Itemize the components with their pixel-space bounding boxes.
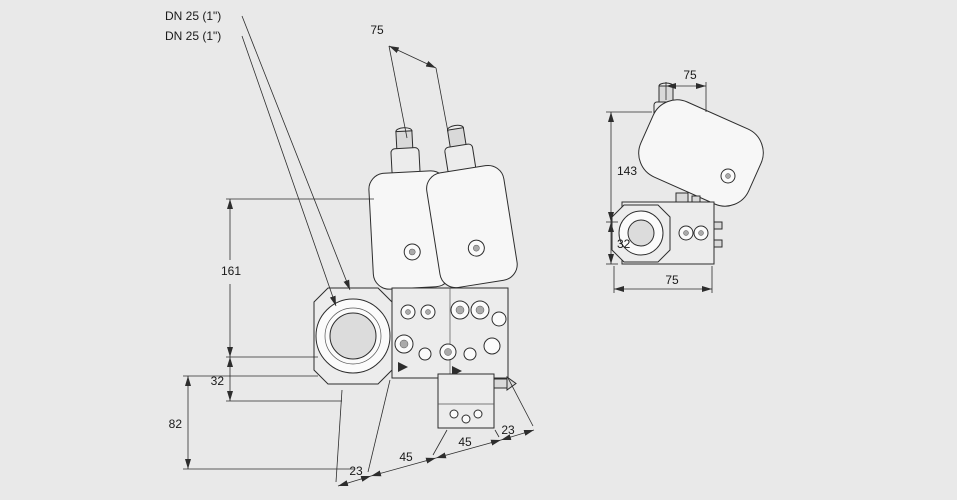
body-port-center (405, 309, 411, 315)
body-port-center (444, 348, 452, 356)
side-dim-32-label: 32 (617, 237, 631, 251)
side-dim-75-bottom-label: 75 (665, 273, 679, 287)
side-dim-143-label: 143 (617, 164, 637, 178)
side-body-knob (691, 195, 701, 203)
dim-161-label: 161 (221, 264, 241, 278)
dim-23-right-line (500, 429, 535, 441)
main-dimensions: DN 25 (1") DN 25 (1") 75 161 32 82 (165, 9, 535, 487)
side-body-port-center (698, 230, 704, 236)
inlet-flange (313, 287, 393, 385)
side-body-port-center (683, 230, 689, 236)
body-port (483, 337, 501, 355)
right-actuator-coil (426, 164, 518, 289)
dn-leader-line (241, 35, 337, 307)
side-dim-75-top-label: 75 (683, 68, 697, 82)
side-coil (638, 99, 764, 207)
side-actuator (638, 82, 764, 207)
dn-leader-line (241, 15, 351, 291)
side-valve-view: 75 143 32 75 (606, 68, 764, 293)
dim-45-left-label: 45 (399, 450, 413, 464)
body-port-center (455, 305, 465, 315)
dim-45-right-line (435, 439, 502, 459)
flange-bore (329, 312, 377, 360)
body-port (463, 347, 477, 361)
dim-75-top-line (388, 45, 437, 69)
side-dimensions: 75 143 32 75 (606, 68, 713, 293)
dim-23-left-line (337, 475, 372, 487)
body-port-center (425, 309, 431, 315)
right-actuator (426, 124, 518, 289)
flow-arrow-icon (398, 362, 408, 372)
flange-thread-circle (324, 307, 382, 365)
side-body-knob (675, 192, 689, 203)
dn-label-1: DN 25 (1") (165, 9, 221, 23)
side-body-stub (713, 239, 723, 248)
body-port-center (475, 305, 485, 315)
dim-32-label: 32 (211, 374, 225, 388)
dim-23-left-label: 23 (349, 464, 363, 478)
body-port (491, 311, 507, 327)
extension-line (432, 429, 448, 456)
dim-23-right-label: 23 (501, 423, 515, 437)
bottom-block (437, 373, 517, 429)
side-flange-bore (627, 219, 655, 247)
side-coil-port-center (725, 173, 731, 179)
extension-line (335, 389, 343, 483)
extension-line (435, 67, 449, 133)
main-valve-view: DN 25 (1") DN 25 (1") 75 161 32 82 (165, 9, 535, 487)
right-actuator-port-center (473, 244, 480, 252)
bottom-block-hole (473, 409, 483, 419)
valve-body (391, 287, 509, 379)
left-actuator-port-center (408, 248, 416, 256)
side-body-stub (713, 221, 723, 230)
body-port-center (399, 339, 409, 349)
side-body (611, 192, 723, 265)
dim-75-top-label: 75 (370, 23, 384, 37)
dn-label-2: DN 25 (1") (165, 29, 221, 43)
side-plug (493, 378, 508, 389)
body-port (418, 347, 432, 361)
bottom-block-hole (449, 409, 459, 419)
dim-45-left-line (370, 457, 437, 477)
bottom-block-hole (461, 414, 471, 424)
extension-line (367, 379, 391, 473)
dim-82-label: 82 (169, 417, 183, 431)
extension-line (507, 377, 534, 427)
extension-line (388, 45, 408, 139)
dim-45-right-label: 45 (458, 435, 472, 449)
extension-line (494, 429, 500, 438)
